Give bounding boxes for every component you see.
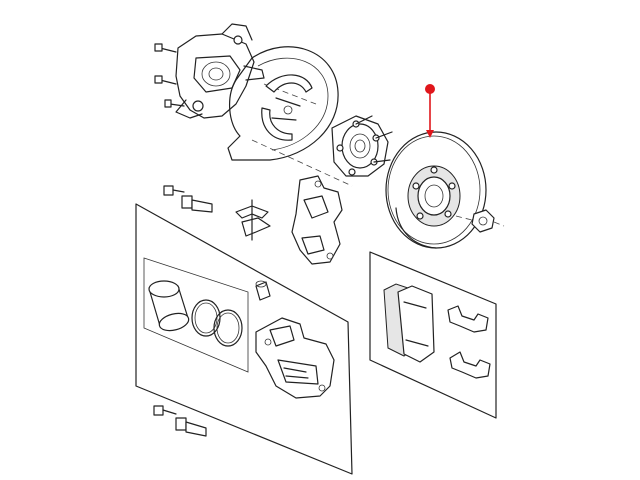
pad-icon[interactable] <box>383 283 435 363</box>
rotor-icon[interactable] <box>385 131 487 249</box>
brake-shoe-icon[interactable] <box>261 74 313 141</box>
seal-ring-icon[interactable] <box>191 299 243 347</box>
bleeder-icon[interactable] <box>255 280 271 301</box>
shield-icon[interactable] <box>227 46 353 187</box>
hub-icon[interactable] <box>331 115 393 177</box>
bracket-icon[interactable] <box>291 175 343 265</box>
bolt-icon[interactable] <box>153 405 207 437</box>
piston-icon[interactable] <box>148 280 190 333</box>
clip-icon[interactable] <box>447 305 491 379</box>
knuckle-icon[interactable] <box>175 23 265 119</box>
caliper-icon[interactable] <box>255 317 335 399</box>
bolt-icon[interactable] <box>163 185 213 213</box>
bolt-icon[interactable] <box>154 43 185 108</box>
clip-icon[interactable] <box>235 199 271 241</box>
pad-kit-panel <box>369 251 497 419</box>
caliper-kit-panel <box>135 203 353 475</box>
nut-icon[interactable] <box>455 209 505 233</box>
highlight-marker <box>425 84 435 138</box>
